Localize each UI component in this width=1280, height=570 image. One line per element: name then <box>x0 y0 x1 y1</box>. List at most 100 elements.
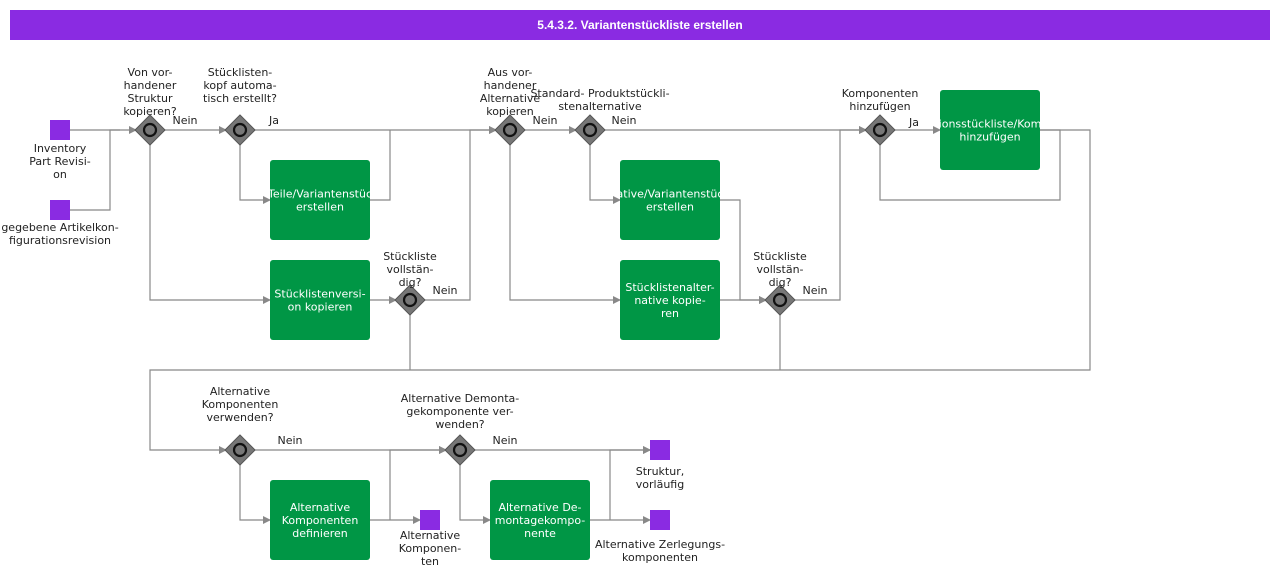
gateway-label-line: vollstän- <box>756 263 803 276</box>
event-label: Struktur,vorläufig <box>636 465 684 491</box>
edge-label: Nein <box>532 114 557 127</box>
flow-edge <box>239 144 271 204</box>
flow-edge <box>239 464 271 524</box>
task-box <box>620 160 720 240</box>
edge-label: Nein <box>802 284 827 297</box>
task-task-stuecklistenalternative[interactable]: Stücklistenalter-native kopie-ren <box>620 260 720 340</box>
flow-edge <box>794 126 867 301</box>
gateway-label-line: wenden? <box>435 418 484 431</box>
gateway-label-line: Stückliste <box>753 250 807 263</box>
flow-edge <box>424 126 497 301</box>
task-box <box>940 90 1040 170</box>
task-label-line: Komponenten <box>282 514 359 527</box>
gateway-label-line: verwenden? <box>206 411 273 424</box>
flow-edge <box>389 446 447 520</box>
event-ev-artikelkonfig[interactable] <box>50 200 70 220</box>
task-label-line: hinzufügen <box>959 131 1020 144</box>
flow-edge <box>589 144 621 204</box>
flow-edge <box>609 446 651 520</box>
event-label-line: Alternative <box>400 529 461 542</box>
gateway-marker <box>502 122 518 138</box>
gateway-gw-alt-komponenten-verwenden[interactable] <box>224 434 256 466</box>
event-label: Alternative Zerlegungs-komponenten <box>595 538 725 564</box>
task-task-alt-demontage[interactable]: Alternative De-montagekompo-nente <box>490 480 590 560</box>
event-marker <box>650 440 670 460</box>
gateway-diamond <box>494 114 526 146</box>
gateway-gw-stueckliste-vollstaendig-1[interactable] <box>394 284 426 316</box>
gateway-label-line: kopf automa- <box>203 79 276 92</box>
gateway-label-line: Standard- Produktstückli- <box>530 87 669 100</box>
gateway-label-line: handener <box>484 79 537 92</box>
gateway-label-line: vollstän- <box>386 263 433 276</box>
task-label-line: Stücklistenversi- <box>274 288 365 301</box>
gateway-gw-alt-demontage-verwenden[interactable] <box>444 434 476 466</box>
gateway-marker <box>232 442 248 458</box>
gateway-diamond <box>394 284 426 316</box>
flow-edge <box>149 144 271 304</box>
edge-label: Nein <box>492 434 517 447</box>
gateway-gw-komponenten-hinzufuegen[interactable] <box>864 114 896 146</box>
edge-label: Ja <box>908 116 919 129</box>
gateway-marker <box>772 292 788 308</box>
flow-edge <box>509 144 621 304</box>
gateway-label-line: handener <box>124 79 177 92</box>
gateway-label-line: Komponenten <box>842 87 919 100</box>
gateway-label-line: stenalternative <box>558 100 642 113</box>
event-label-line: ten <box>421 555 439 568</box>
gateway-label-line: Stückliste <box>383 250 437 263</box>
gateway-marker <box>402 292 418 308</box>
task-label-line: definieren <box>292 527 348 540</box>
event-label-line: Alternative Zerlegungs- <box>595 538 725 551</box>
gateway-label-line: hinzufügen <box>849 100 910 113</box>
event-label-line: Inventory <box>34 142 87 155</box>
event-label: gegebene Artikelkon-figurationsrevision <box>1 221 118 247</box>
gateway-gw-aus-alternative[interactable] <box>494 114 526 146</box>
event-ev-struktur-vorlaeufig[interactable] <box>650 440 670 460</box>
flow-edge <box>370 130 391 201</box>
event-label-line: Part Revisi- <box>29 155 90 168</box>
gateway-label-line: gekomponente ver- <box>406 405 513 418</box>
gateway-label-line: Stücklisten- <box>208 66 273 79</box>
gateway-marker <box>232 122 248 138</box>
task-box <box>490 480 590 560</box>
gateway-gw-stueckliste-vollstaendig-2[interactable] <box>764 284 796 316</box>
gateway-diamond <box>444 434 476 466</box>
event-ev-alt-komponenten[interactable] <box>420 510 440 530</box>
event-ev-inventory-part-revision[interactable] <box>50 120 70 140</box>
task-label-line: ren <box>661 307 679 320</box>
gateway-label-line: Komponenten <box>202 398 279 411</box>
gateway-label-line: dig? <box>769 276 792 289</box>
event-label-line: Komponen- <box>399 542 462 555</box>
task-label: Alternative De-montagekompo-nente <box>495 501 586 540</box>
gateway-diamond <box>764 284 796 316</box>
event-label-line: vorläufig <box>636 478 684 491</box>
task-box <box>620 260 720 340</box>
event-ev-zerlegungskomponenten[interactable] <box>650 510 670 530</box>
gateway-gw-standard-alternative[interactable] <box>574 114 606 146</box>
gateway-gw-vorhandene-struktur[interactable] <box>134 114 166 146</box>
task-label-line: ative/Variantenstüc <box>617 188 724 201</box>
edge-label: Nein <box>432 284 457 297</box>
task-label: Stücklistenversi-on kopieren <box>274 288 365 314</box>
edge-label: Nein <box>172 114 197 127</box>
gateway-gw-kopf-automatisch[interactable] <box>224 114 256 146</box>
task-label: Stücklistenalter-native kopie-ren <box>625 281 714 320</box>
gateway-label: Standard- Produktstückli-stenalternative <box>530 87 669 113</box>
task-label-line: erstellen <box>646 201 694 214</box>
gateway-label-line: Aus vor- <box>488 66 533 79</box>
task-label-line: erstellen <box>296 201 344 214</box>
task-task-stuecklistenversion[interactable]: Stücklistenversi-on kopieren <box>270 260 370 340</box>
gateway-marker <box>872 122 888 138</box>
task-label-line: Stücklistenalter- <box>625 281 714 294</box>
